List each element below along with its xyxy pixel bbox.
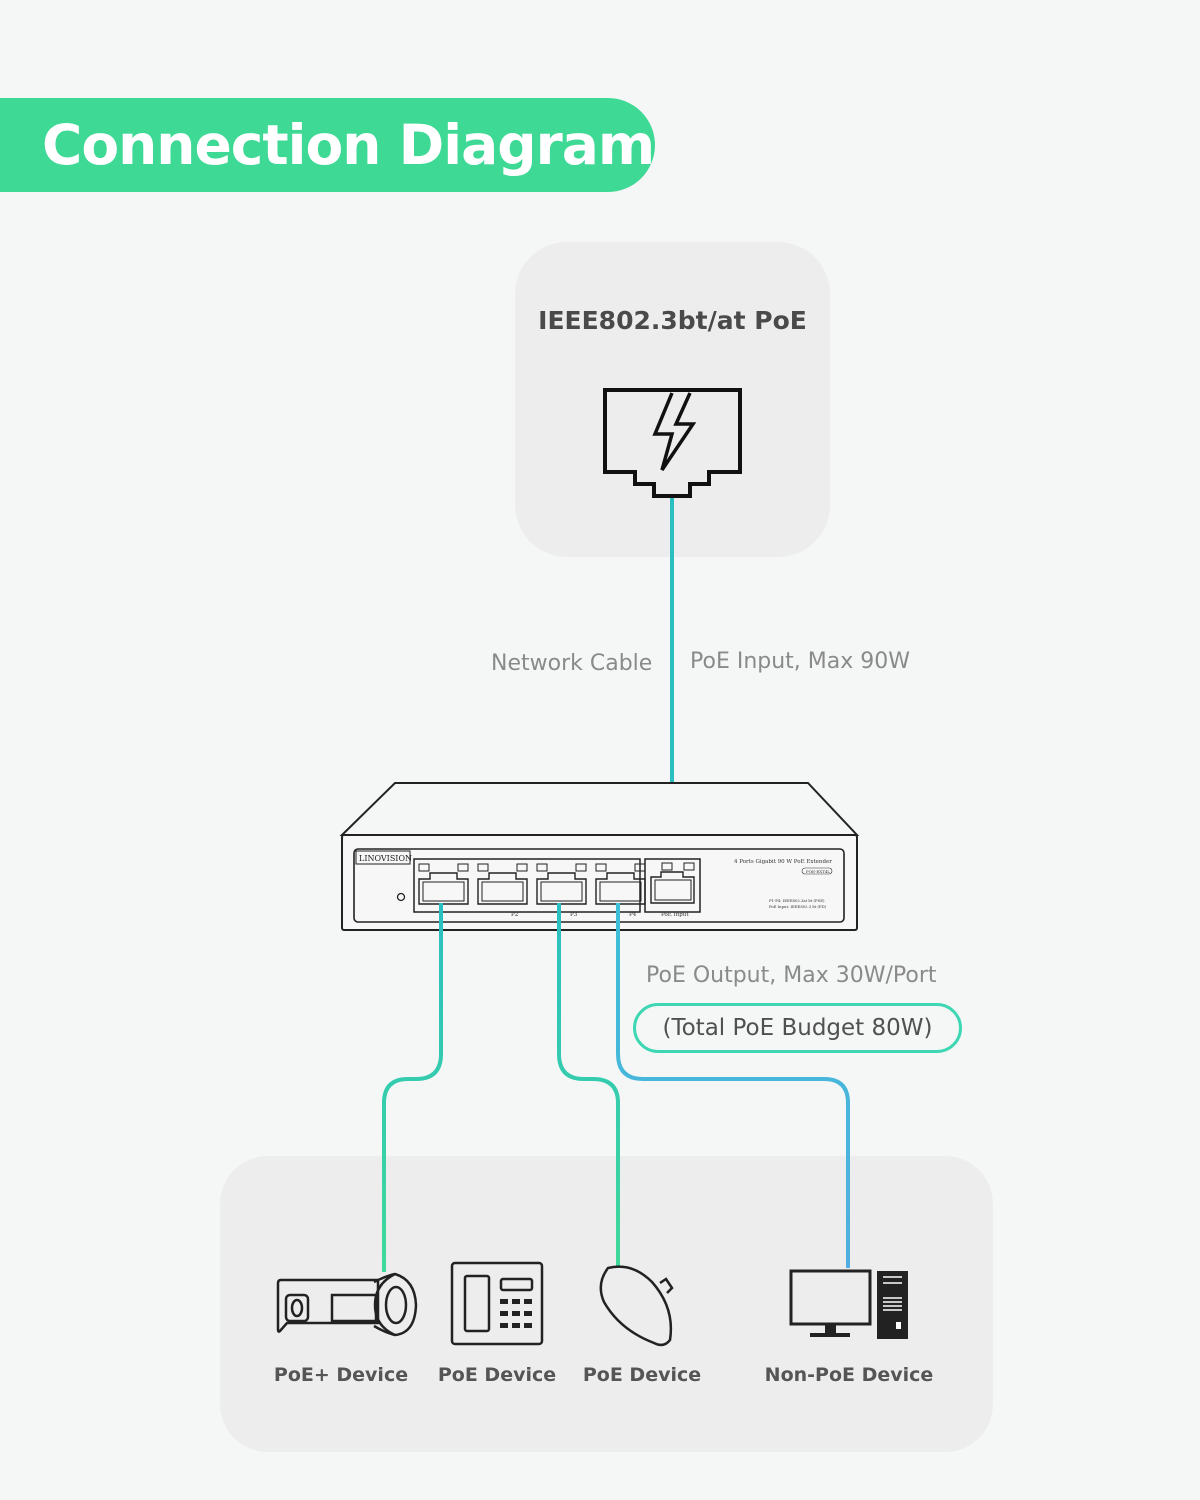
network-cable-label: Network Cable bbox=[491, 651, 653, 676]
poe-input-port bbox=[650, 862, 695, 904]
output-port-4: P4 bbox=[595, 863, 646, 918]
device-label-poe-ap: PoE Device bbox=[582, 1364, 702, 1386]
output-ports: P2 P3 P4 bbox=[418, 863, 646, 918]
bullet-camera-icon bbox=[276, 1272, 418, 1337]
poe-budget-text: (Total PoE Budget 80W) bbox=[662, 1015, 933, 1041]
page-title: Connection Diagram bbox=[42, 113, 655, 177]
device-label-non-poe: Non-PoE Device bbox=[764, 1364, 934, 1386]
output-port-3: P3 bbox=[536, 863, 587, 918]
poe-power-jack-icon bbox=[603, 388, 742, 498]
output-port-label-2: P2 bbox=[511, 912, 518, 918]
access-point-icon bbox=[599, 1265, 674, 1347]
power-led-icon bbox=[396, 892, 406, 902]
desktop-computer-icon bbox=[789, 1269, 908, 1339]
switch-model-code: POE-EXT4L bbox=[806, 869, 830, 874]
output-port-label-4: P4 bbox=[629, 912, 637, 918]
output-cable-4 bbox=[616, 903, 850, 1268]
poe-extender-switch: LINOVISION P2 P3 P4 PoE Input 4 Ports Giga… bbox=[339, 782, 860, 931]
output-port-1 bbox=[418, 863, 469, 905]
device-label-poe-phone: PoE Device bbox=[437, 1364, 557, 1386]
ip-phone-icon bbox=[450, 1261, 544, 1346]
switch-spec-1: P1-P4: IEEE802.3at bt (PSE) bbox=[769, 898, 825, 903]
output-port-2: P2 bbox=[477, 863, 528, 918]
output-port-label-3: P3 bbox=[570, 912, 578, 918]
poe-source-title: IEEE802.3bt/at PoE bbox=[538, 306, 807, 335]
switch-model-text: 4 Ports Gigabit 90 W PoE Extender bbox=[734, 859, 832, 865]
poe-budget-badge: (Total PoE Budget 80W) bbox=[633, 1003, 962, 1053]
poe-input-label: PoE Input, Max 90W bbox=[690, 649, 911, 674]
switch-brand: LINOVISION bbox=[359, 854, 412, 863]
title-banner: Connection Diagram bbox=[0, 98, 655, 192]
device-label-poe-plus: PoE+ Device bbox=[273, 1364, 409, 1386]
poe-output-label: PoE Output, Max 30W/Port bbox=[646, 963, 937, 988]
output-cable-3 bbox=[557, 903, 620, 1266]
input-port-label: PoE Input bbox=[661, 912, 689, 918]
switch-spec-2: PoE Input: IEEE802.3 bt (PD) bbox=[769, 904, 827, 909]
output-cable-1 bbox=[382, 903, 443, 1272]
